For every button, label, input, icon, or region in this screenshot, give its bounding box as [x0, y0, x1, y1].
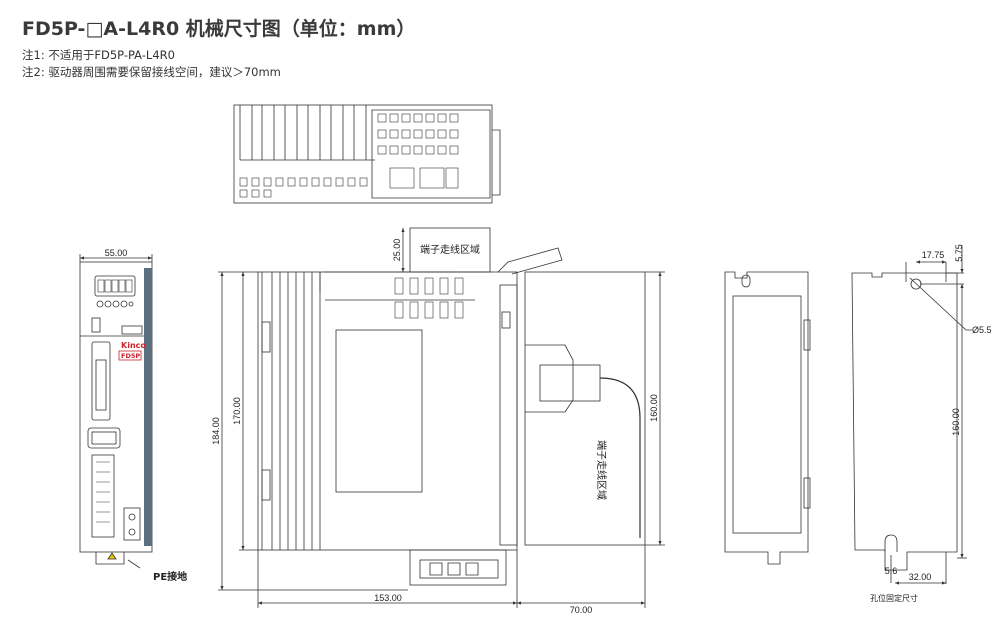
dim-body-height: 170.00 — [232, 397, 242, 425]
pe-label: PE接地 — [153, 570, 187, 583]
cable-area-label: 端子走线区域 — [595, 440, 608, 500]
dim-cable-area-height: 160.00 — [649, 394, 659, 422]
dim-hole-offset-y: 5.75 — [954, 244, 964, 262]
back-view — [724, 271, 811, 565]
model-label: FD5P — [121, 352, 140, 360]
top-view — [233, 104, 501, 204]
top-wiring-area-label: 端子走线区域 — [420, 243, 480, 256]
dim-top-clearance: 25.00 — [392, 239, 402, 262]
dim-slot-width: 5.6 — [885, 566, 898, 576]
side-view: 184.00 170.00 153.00 70.00 25.00 端子走线区域 … — [211, 227, 665, 615]
side-stripe — [144, 268, 152, 546]
page-title: FD5P-□A-L4R0 机械尺寸图（单位：mm） — [22, 18, 416, 40]
heatsink-fins — [239, 105, 375, 161]
dim-width: 55.00 — [105, 248, 128, 258]
dim-total-height: 184.00 — [211, 417, 221, 445]
mount-view: 17.75 5.75 Ø5.5 160.00 5.6 32.00 孔位固定尺寸 — [851, 244, 992, 603]
brand-logo: Kinco — [121, 341, 146, 350]
note-2: 注2: 驱动器周围需要保留接线空间，建议＞70mm — [22, 65, 281, 79]
front-view: 55.00 Kinco FD5P PE接地 — [79, 248, 187, 583]
note-1: 注1: 不适用于FD5P-PA-L4R0 — [22, 48, 175, 62]
dim-hole-offset-x: 17.75 — [922, 250, 945, 260]
mount-caption: 孔位固定尺寸 — [870, 593, 918, 603]
dim-depth: 153.00 — [374, 593, 402, 603]
dim-cable-depth: 70.00 — [570, 605, 593, 615]
dim-slot-offset: 32.00 — [909, 572, 932, 582]
dim-hole-diameter: Ø5.5 — [972, 325, 992, 335]
dim-hole-pitch: 160.00 — [951, 408, 961, 436]
